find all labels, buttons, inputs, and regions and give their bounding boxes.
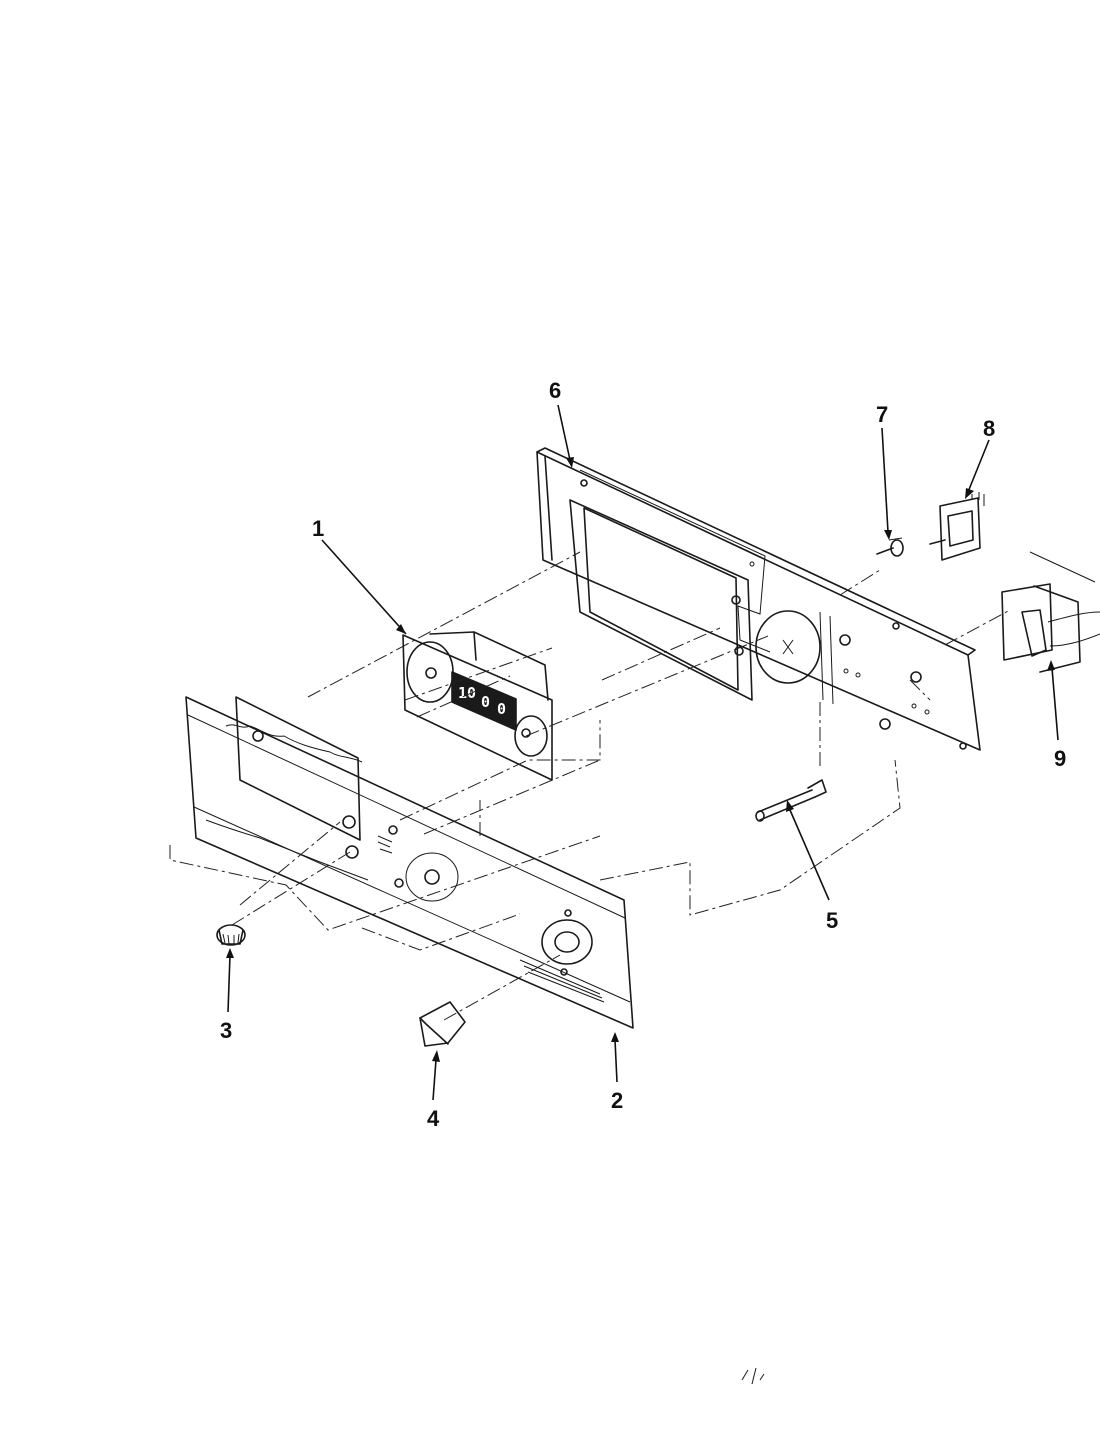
control-panel-front [185,696,634,1029]
clock-digits-min-ones: 0 [497,700,506,718]
screw [876,537,904,557]
scan-artifact [741,1367,765,1385]
callout-1: 1 [312,516,324,541]
callout-2: 2 [611,1088,623,1113]
callout-4: 4 [427,1106,440,1131]
knob-large [419,1001,466,1047]
leader-arrows [226,404,1059,1101]
clock-digits-hour: 10 [458,684,476,702]
thermostat [1001,551,1100,673]
shaft-pin [755,779,827,822]
control-panel-bracket [536,447,981,751]
callout-labels: 1 2 3 4 5 6 7 8 9 [220,378,1066,1131]
clock-digits-min-tens: 0 [481,693,490,711]
callout-3: 3 [220,1018,232,1043]
knob-small [216,924,246,946]
switch [929,492,985,561]
clock-timer: 10 0 0 [402,631,553,781]
callout-8: 8 [983,416,995,441]
callout-7: 7 [876,402,888,427]
callout-5: 5 [826,908,838,933]
callout-6: 6 [549,378,561,403]
alignment-lines [169,551,1011,1021]
callout-9: 9 [1054,746,1066,771]
